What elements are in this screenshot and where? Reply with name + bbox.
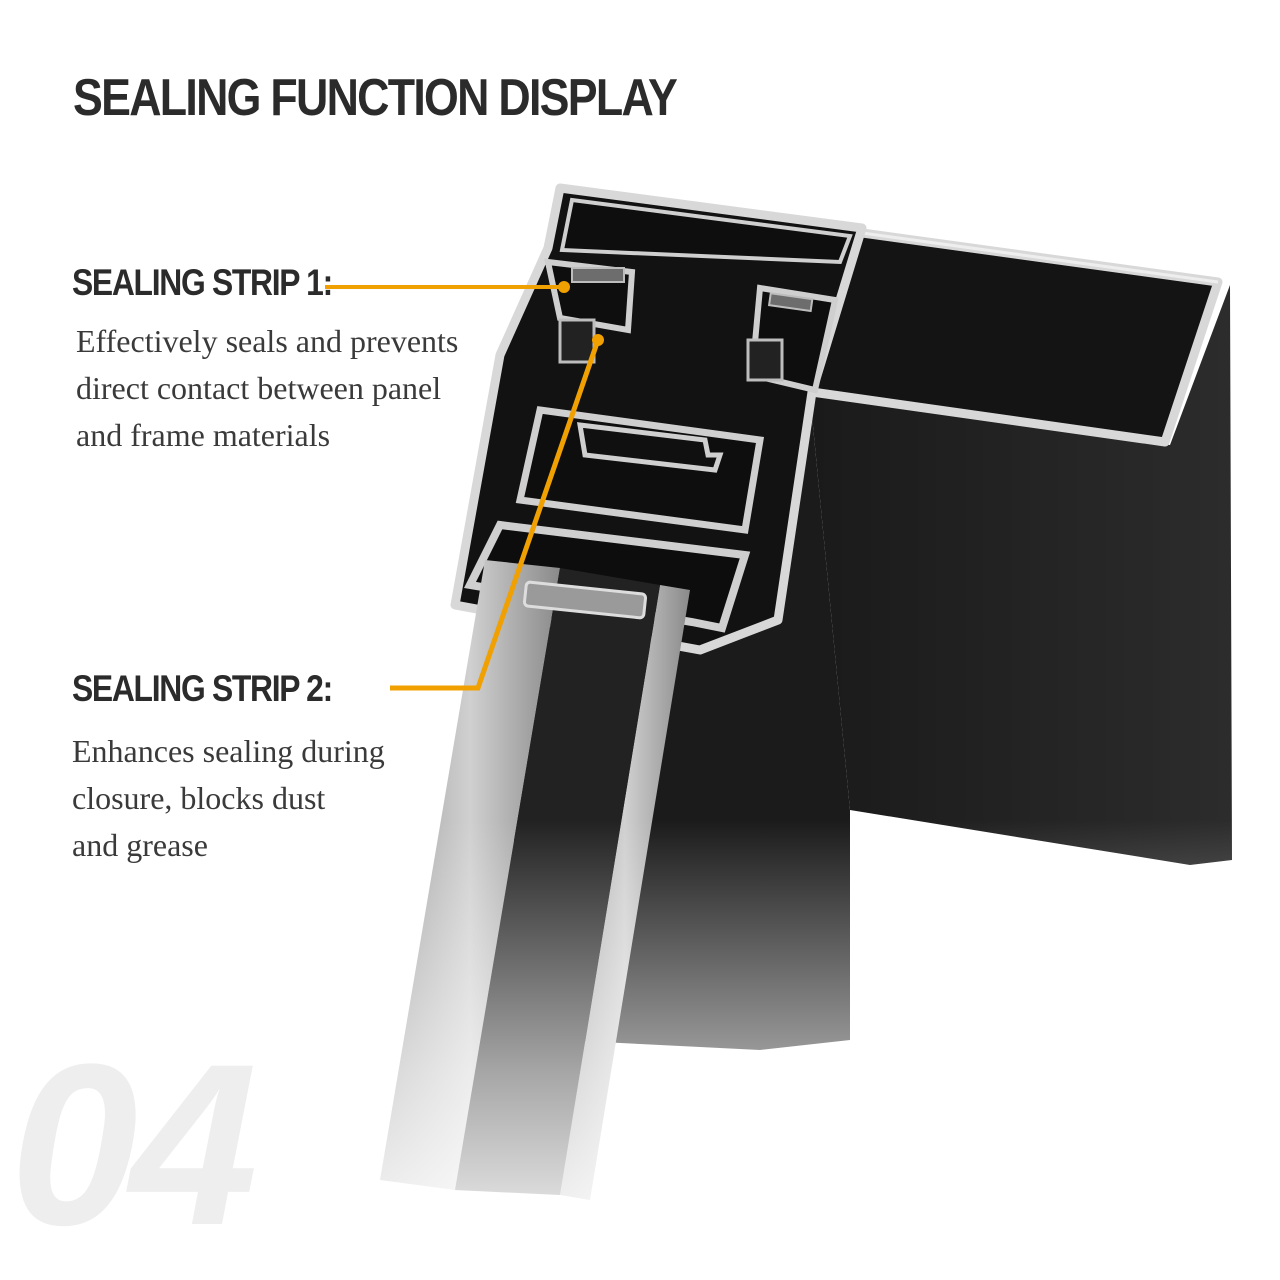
strip-2-line: Enhances sealing during (72, 733, 385, 769)
strip-1-description: Effectively seals and prevents direct co… (76, 318, 458, 459)
strip-1-line: and frame materials (76, 417, 331, 453)
strip-1-line: Effectively seals and prevents (76, 323, 459, 359)
callout-dot-icon (558, 281, 570, 293)
strip-2-line: and grease (72, 827, 208, 863)
section-number: 04 (10, 1016, 258, 1273)
strip-2-title: SEALING STRIP 2: (72, 668, 333, 709)
strip-1-title: SEALING STRIP 1: (72, 262, 333, 303)
strip-1-line: direct contact between panel (76, 370, 442, 406)
strip-2-line: closure, blocks dust (72, 780, 326, 816)
callout-dot-icon (592, 334, 604, 346)
frame-profile-section (450, 183, 867, 655)
page-title: SEALING FUNCTION DISPLAY (73, 69, 678, 127)
strip-2-description: Enhances sealing during closure, blocks … (72, 728, 385, 869)
callout-line-strip-2 (390, 334, 604, 691)
callout-line-strip-1 (325, 281, 570, 293)
